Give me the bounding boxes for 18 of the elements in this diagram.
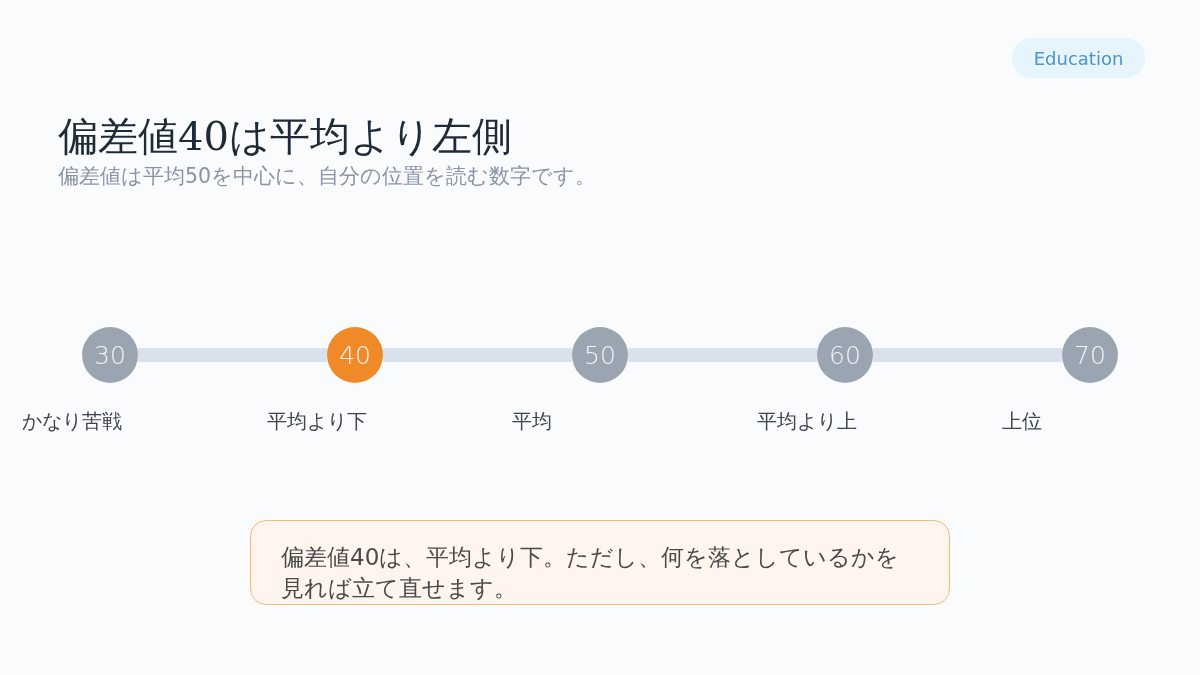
score-circle: 70 xyxy=(1062,327,1118,383)
scale-label: かなり苦戦 xyxy=(22,408,122,434)
score-circle: 40 xyxy=(327,327,383,383)
score-circle: 30 xyxy=(82,327,138,383)
track-segment xyxy=(628,348,817,362)
subtitle: 偏差値は平均50を中心に、自分の位置を読む数字です。 xyxy=(58,163,597,190)
score-circle: 60 xyxy=(817,327,873,383)
track-segment xyxy=(138,348,327,362)
track-segment xyxy=(873,348,1062,362)
note-box: 偏差値40は、平均より下。ただし、何を落としているかを見れば立て直せます。 xyxy=(250,520,950,605)
scale-label: 平均より下 xyxy=(267,408,367,434)
scale-label: 平均より上 xyxy=(757,408,857,434)
title: 偏差値40は平均より左側 xyxy=(58,112,512,161)
scale-label: 平均 xyxy=(512,408,552,434)
score-circle: 50 xyxy=(572,327,628,383)
track-segment xyxy=(383,348,572,362)
scale-label: 上位 xyxy=(1002,408,1042,434)
category-tag: Education xyxy=(1012,38,1145,78)
